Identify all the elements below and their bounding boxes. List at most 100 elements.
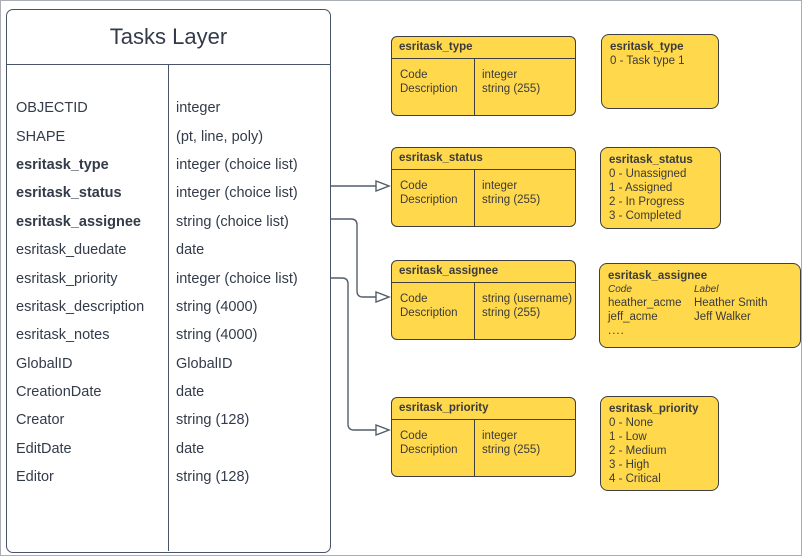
table-row: esritask_description string (4000) [7, 293, 330, 321]
table-row: esritask_duedate date [7, 236, 330, 264]
field-name: OBJECTID [16, 100, 88, 117]
field-type: integer [176, 100, 221, 117]
domain-table-title: esritask_type [392, 37, 575, 59]
table-row: Editor string (128) [7, 463, 330, 491]
field-type: string (choice list) [176, 213, 289, 230]
field-name: esritask_assignee [16, 213, 141, 230]
assignee-label: Heather Smith [694, 297, 768, 309]
assignee-label: Jeff Walker [694, 311, 751, 323]
table-row: SHAPE (pt, line, poly) [7, 122, 330, 150]
field-type: integer (choice list) [176, 156, 298, 173]
table-row: Creator string (128) [7, 406, 330, 434]
domain-table-esritask-status[interactable]: esritask_status Code Description integer… [391, 147, 576, 227]
field-label: Code [400, 180, 428, 192]
field-name: CreationDate [16, 384, 102, 401]
domain-table-title: esritask_priority [392, 398, 575, 420]
field-name: esritask_type [16, 156, 109, 173]
field-label: Code [400, 69, 428, 81]
field-type: string (4000) [176, 298, 258, 315]
field-type: string (username) [482, 293, 573, 305]
choice-list-esritask-type[interactable]: esritask_type 0 - Task type 1 [601, 34, 719, 109]
ellipsis-text: .... [608, 325, 625, 337]
choice-list-title: esritask_assignee [608, 270, 708, 282]
column-header-code: Code [608, 284, 632, 295]
field-name: esritask_duedate [16, 242, 127, 259]
choice-item: 1 - Low [609, 431, 647, 443]
field-name: esritask_description [16, 298, 145, 315]
field-label: Description [400, 444, 458, 456]
field-type: string (255) [482, 307, 541, 319]
choice-item: 3 - High [609, 459, 650, 471]
field-type: string (255) [482, 83, 541, 95]
field-type: string (255) [482, 194, 541, 206]
field-type: (pt, line, poly) [176, 128, 264, 145]
choice-item: 1 - Assigned [609, 182, 673, 194]
choice-item: 0 - Task type 1 [610, 55, 685, 67]
field-type: integer (choice list) [176, 185, 298, 202]
field-type: integer (choice list) [176, 270, 298, 287]
field-name: Editor [16, 469, 54, 486]
field-type: string (4000) [176, 327, 258, 344]
choice-item: 2 - In Progress [609, 196, 685, 208]
table-row: esritask_notes string (4000) [7, 321, 330, 349]
field-type: integer [482, 69, 518, 81]
table-row: esritask_type integer (choice list) [7, 151, 330, 179]
domain-table-esritask-assignee[interactable]: esritask_assignee Code Description strin… [391, 260, 576, 340]
field-label: Description [400, 83, 458, 95]
table-row: esritask_priority integer (choice list) [7, 264, 330, 292]
field-type: string (128) [176, 469, 250, 486]
arrowhead-icon [375, 290, 391, 304]
field-label: Code [400, 430, 428, 442]
field-type: date [176, 440, 205, 457]
domain-table-title: esritask_status [392, 148, 575, 170]
table-row: esritask_assignee string (choice list) [7, 208, 330, 236]
field-type: date [176, 384, 205, 401]
field-label: Description [400, 194, 458, 206]
field-type: GlobalID [176, 355, 233, 372]
arrowhead-icon [375, 423, 391, 437]
connector-priority [331, 277, 376, 431]
table-row: OBJECTID integer [7, 94, 330, 122]
table-row: CreationDate date [7, 378, 330, 406]
choice-list-esritask-priority[interactable]: esritask_priority 0 - None 1 - Low 2 - M… [600, 396, 719, 491]
domain-table-esritask-type[interactable]: esritask_type Code Description integer s… [391, 36, 576, 116]
assignee-code: jeff_acme [608, 311, 658, 323]
field-type: integer [482, 180, 518, 192]
choice-list-esritask-status[interactable]: esritask_status 0 - Unassigned 1 - Assig… [600, 147, 721, 229]
field-type: string (128) [176, 412, 250, 429]
field-type: integer [482, 430, 518, 442]
field-name: esritask_notes [16, 327, 110, 344]
choice-item: 4 - Critical [609, 473, 661, 485]
field-label: Description [400, 307, 458, 319]
choice-item: 3 - Completed [609, 210, 682, 222]
choice-item: 0 - Unassigned [609, 168, 687, 180]
field-name: GlobalID [16, 355, 73, 372]
table-row: GlobalID GlobalID [7, 350, 330, 378]
table-row: esritask_status integer (choice list) [7, 179, 330, 207]
field-name: Creator [16, 412, 65, 429]
connector-assignee [331, 218, 376, 298]
field-name: esritask_priority [16, 270, 118, 287]
field-type: date [176, 242, 205, 259]
field-label: Code [400, 293, 428, 305]
choice-list-esritask-assignee[interactable]: esritask_assignee Code Label heather_acm… [599, 263, 801, 348]
table-title: Tasks Layer [7, 10, 330, 65]
domain-table-esritask-priority[interactable]: esritask_priority Code Description integ… [391, 397, 576, 477]
column-header-label: Label [694, 284, 719, 295]
choice-item: 2 - Medium [609, 445, 667, 457]
column-divider [168, 65, 170, 551]
field-type: string (255) [482, 444, 541, 456]
arrowhead-icon [375, 179, 391, 193]
field-name: esritask_status [16, 185, 122, 202]
choice-list-title: esritask_priority [609, 403, 699, 415]
choice-list-title: esritask_type [610, 41, 684, 53]
field-name: SHAPE [16, 128, 66, 145]
choice-list-title: esritask_status [609, 154, 693, 166]
choice-item: 0 - None [609, 417, 654, 429]
domain-table-title: esritask_assignee [392, 261, 575, 283]
